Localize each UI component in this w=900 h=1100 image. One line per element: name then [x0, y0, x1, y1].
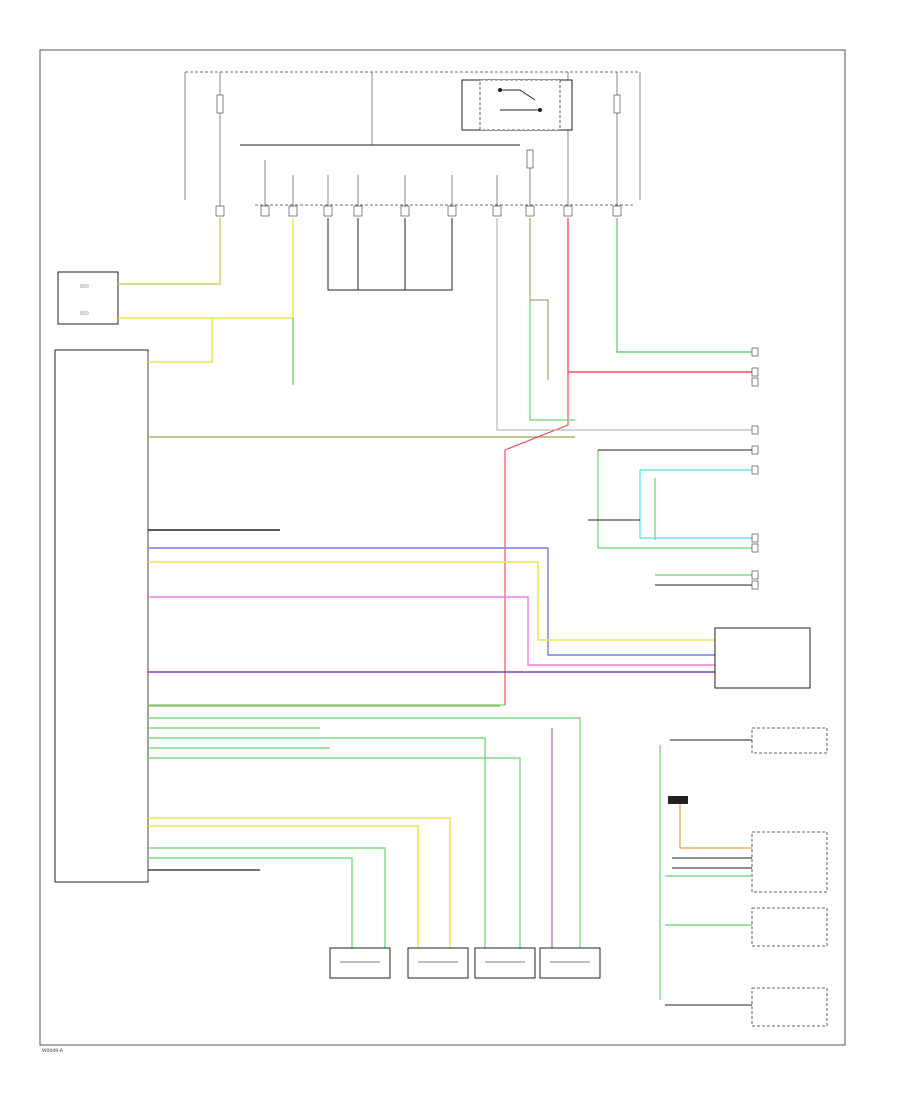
- main-control-module: [54, 349, 149, 883]
- left-top-module: [57, 271, 119, 325]
- right-middle-module: [714, 627, 811, 689]
- wires: [118, 218, 757, 950]
- power-feed-section: [184, 71, 641, 200]
- wheel-sensor-4: [539, 947, 601, 979]
- module-box-2: [751, 831, 828, 893]
- right-connectors: [588, 347, 759, 590]
- diagram-frame: [39, 49, 846, 1046]
- svg-text:▯▯▯▯: ▯▯▯▯: [80, 283, 89, 288]
- svg-text:▯▯▯▯: ▯▯▯▯: [80, 310, 89, 315]
- top-connector-row: [215, 150, 635, 217]
- wheel-sensors: [329, 947, 601, 979]
- footer-code: W0049-A: [42, 1048, 64, 1054]
- wheel-sensor-1: [329, 947, 391, 979]
- wheel-sensor-3: [474, 947, 536, 979]
- module-box-3: [751, 907, 828, 947]
- lower-right-modules: [659, 727, 828, 1027]
- wheel-sensor-2: [407, 947, 469, 979]
- module-box-1: [751, 727, 828, 754]
- ground-bracket: [327, 218, 453, 291]
- module-box-4: [751, 987, 828, 1027]
